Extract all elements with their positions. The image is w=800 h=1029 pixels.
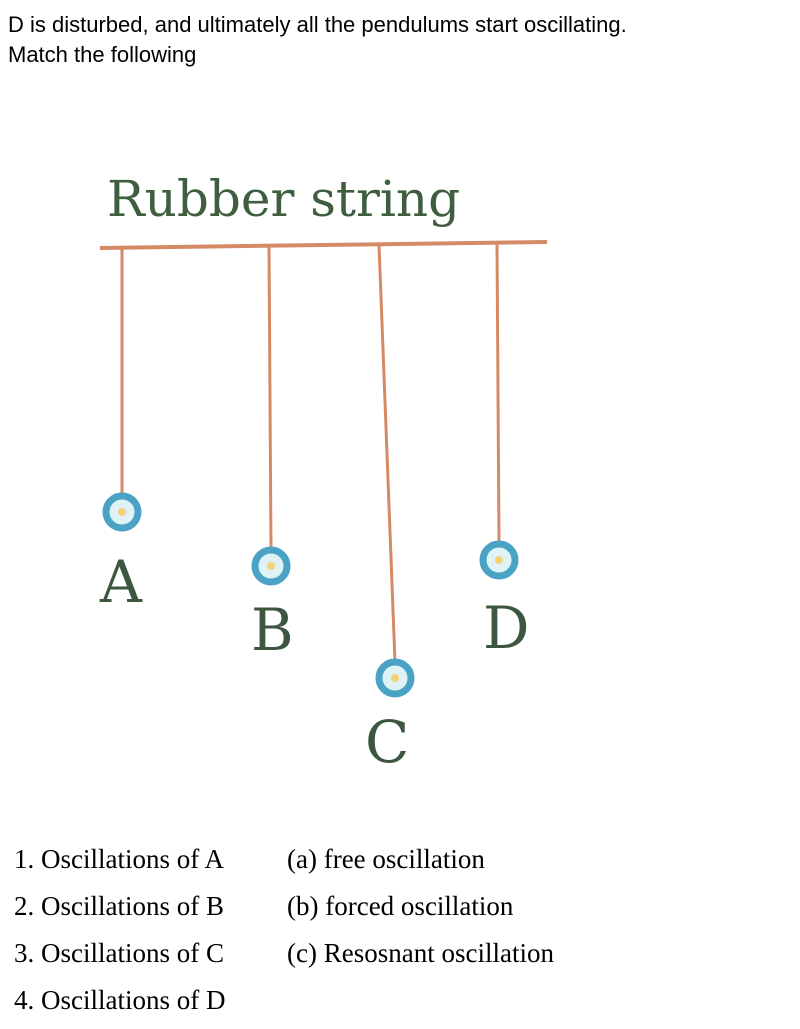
question-line-1: D is disturbed, and ultimately all the p… bbox=[8, 12, 627, 37]
rubber-string-label: Rubber string bbox=[107, 170, 460, 228]
pendulum-b: B bbox=[251, 245, 294, 664]
pendulum-b-thread bbox=[267, 245, 273, 551]
pendulum-diagram: Rubber string A B C D bbox=[99, 170, 548, 776]
pendulum-figure: Rubber string A B C D bbox=[85, 150, 565, 790]
pendulum-b-label: B bbox=[251, 596, 294, 664]
question-line-2: Match the following bbox=[8, 42, 197, 67]
right-item: (c) Resosnant oscillation bbox=[287, 938, 554, 968]
rubber-string bbox=[99, 240, 548, 250]
table-row: 2. Oscillations of B (b) forced oscillat… bbox=[14, 883, 554, 930]
pendulum-d: D bbox=[479, 242, 530, 662]
left-item: 4. Oscillations of D bbox=[14, 985, 226, 1015]
pendulum-c: C bbox=[365, 244, 415, 776]
right-item bbox=[287, 977, 554, 1024]
left-item: 1. Oscillations of A bbox=[14, 844, 224, 874]
right-item: (a) free oscillation bbox=[287, 844, 485, 874]
right-item: (b) forced oscillation bbox=[287, 891, 514, 921]
pendulum-c-label: C bbox=[365, 708, 409, 776]
pendulum-d-thread bbox=[495, 242, 501, 543]
table-row: 1. Oscillations of A (a) free oscillatio… bbox=[14, 836, 554, 883]
pendulum-a: A bbox=[99, 247, 143, 616]
question-text: D is disturbed, and ultimately all the p… bbox=[8, 10, 788, 70]
left-item: 3. Oscillations of C bbox=[14, 938, 224, 968]
left-item: 2. Oscillations of B bbox=[14, 891, 224, 921]
pendulum-a-label: A bbox=[99, 548, 143, 616]
matching-table: 1. Oscillations of A (a) free oscillatio… bbox=[14, 836, 554, 1024]
table-row: 3. Oscillations of C (c) Resosnant oscil… bbox=[14, 930, 554, 977]
pendulum-d-label: D bbox=[483, 594, 530, 662]
pendulum-c-thread bbox=[377, 244, 397, 663]
table-row: 4. Oscillations of D bbox=[14, 977, 554, 1024]
